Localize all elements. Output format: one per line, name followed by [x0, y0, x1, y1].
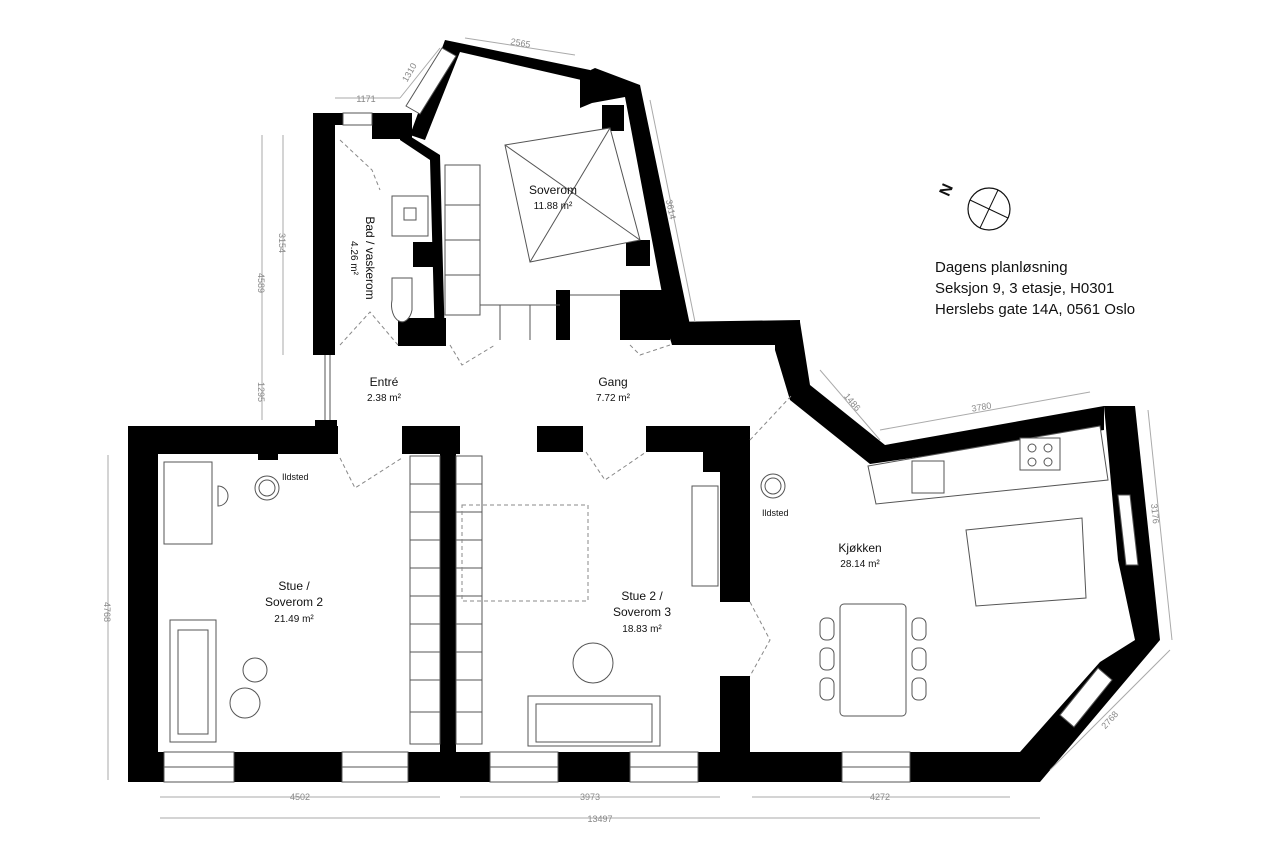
dim-3614: 3614 — [664, 199, 678, 221]
dim-1171: 1171 — [356, 94, 375, 104]
room-stue1-area: 21.49 m² — [274, 614, 314, 625]
room-entre-area: 2.38 m² — [367, 393, 402, 404]
room-gang-name: Gang — [598, 375, 627, 389]
room-soverom-area: 11.88 m² — [534, 201, 573, 212]
room-kjokken-area: 28.14 m² — [840, 559, 880, 570]
windows — [163, 47, 1139, 783]
dim-4768: 4768 — [102, 602, 112, 622]
info-address: Herslebs gate 14A, 0561 Oslo — [935, 301, 1135, 318]
info-title: Dagens planløsning — [935, 259, 1068, 276]
dim-13497: 13497 — [587, 814, 612, 824]
room-bad-area: 4.26 m² — [348, 241, 359, 276]
dim-3780: 3780 — [971, 400, 992, 413]
room-bad-name: Bad / vaskerom — [363, 216, 377, 299]
dining-table — [839, 603, 907, 717]
ildsted-label-1: Ildsted — [282, 472, 309, 482]
dim-3154: 3154 — [277, 233, 287, 253]
room-stue1-name-2: Soverom 2 — [265, 595, 323, 609]
room-stue2-area: 18.83 m² — [622, 624, 662, 635]
dim-4272: 4272 — [870, 792, 890, 802]
room-stue2-name-2: Soverom 3 — [613, 605, 671, 619]
room-kjokken-name: Kjøkken — [838, 541, 881, 555]
kitchen-island — [965, 517, 1087, 607]
info-block: Dagens planløsning Seksjon 9, 3 etasje, … — [935, 259, 1135, 318]
desk — [163, 461, 213, 545]
info-section: Seksjon 9, 3 etasje, H0301 — [935, 280, 1114, 297]
dim-1486: 1486 — [842, 391, 863, 413]
room-soverom-name: Soverom — [529, 183, 577, 197]
room-stue2-name-1: Stue 2 / — [621, 589, 663, 603]
dim-1310: 1310 — [400, 61, 419, 83]
north-label: N — [937, 181, 957, 198]
ildsted-label-2: Ildsted — [762, 508, 789, 518]
dim-1295: 1295 — [256, 382, 266, 402]
dim-3176: 3176 — [1149, 503, 1161, 524]
dim-4589: 4589 — [256, 273, 266, 293]
stove-icon — [1019, 437, 1061, 471]
doors — [324, 139, 793, 677]
room-gang-area: 7.72 m² — [596, 393, 631, 404]
dim-3973: 3973 — [580, 792, 600, 802]
room-entre-name: Entré — [370, 375, 399, 389]
bed — [461, 504, 589, 602]
walls — [128, 40, 1160, 782]
room-stue1-name-1: Stue / — [278, 579, 310, 593]
dim-4502: 4502 — [290, 792, 310, 802]
room-labels: Soverom 11.88 m² Bad / vaskerom 4.26 m² … — [265, 183, 882, 635]
furniture — [163, 127, 1109, 747]
dim-2565: 2565 — [510, 36, 531, 49]
dimension-lines — [107, 37, 1173, 819]
dim-2768: 2768 — [1099, 709, 1120, 731]
compass: N — [937, 181, 1011, 231]
